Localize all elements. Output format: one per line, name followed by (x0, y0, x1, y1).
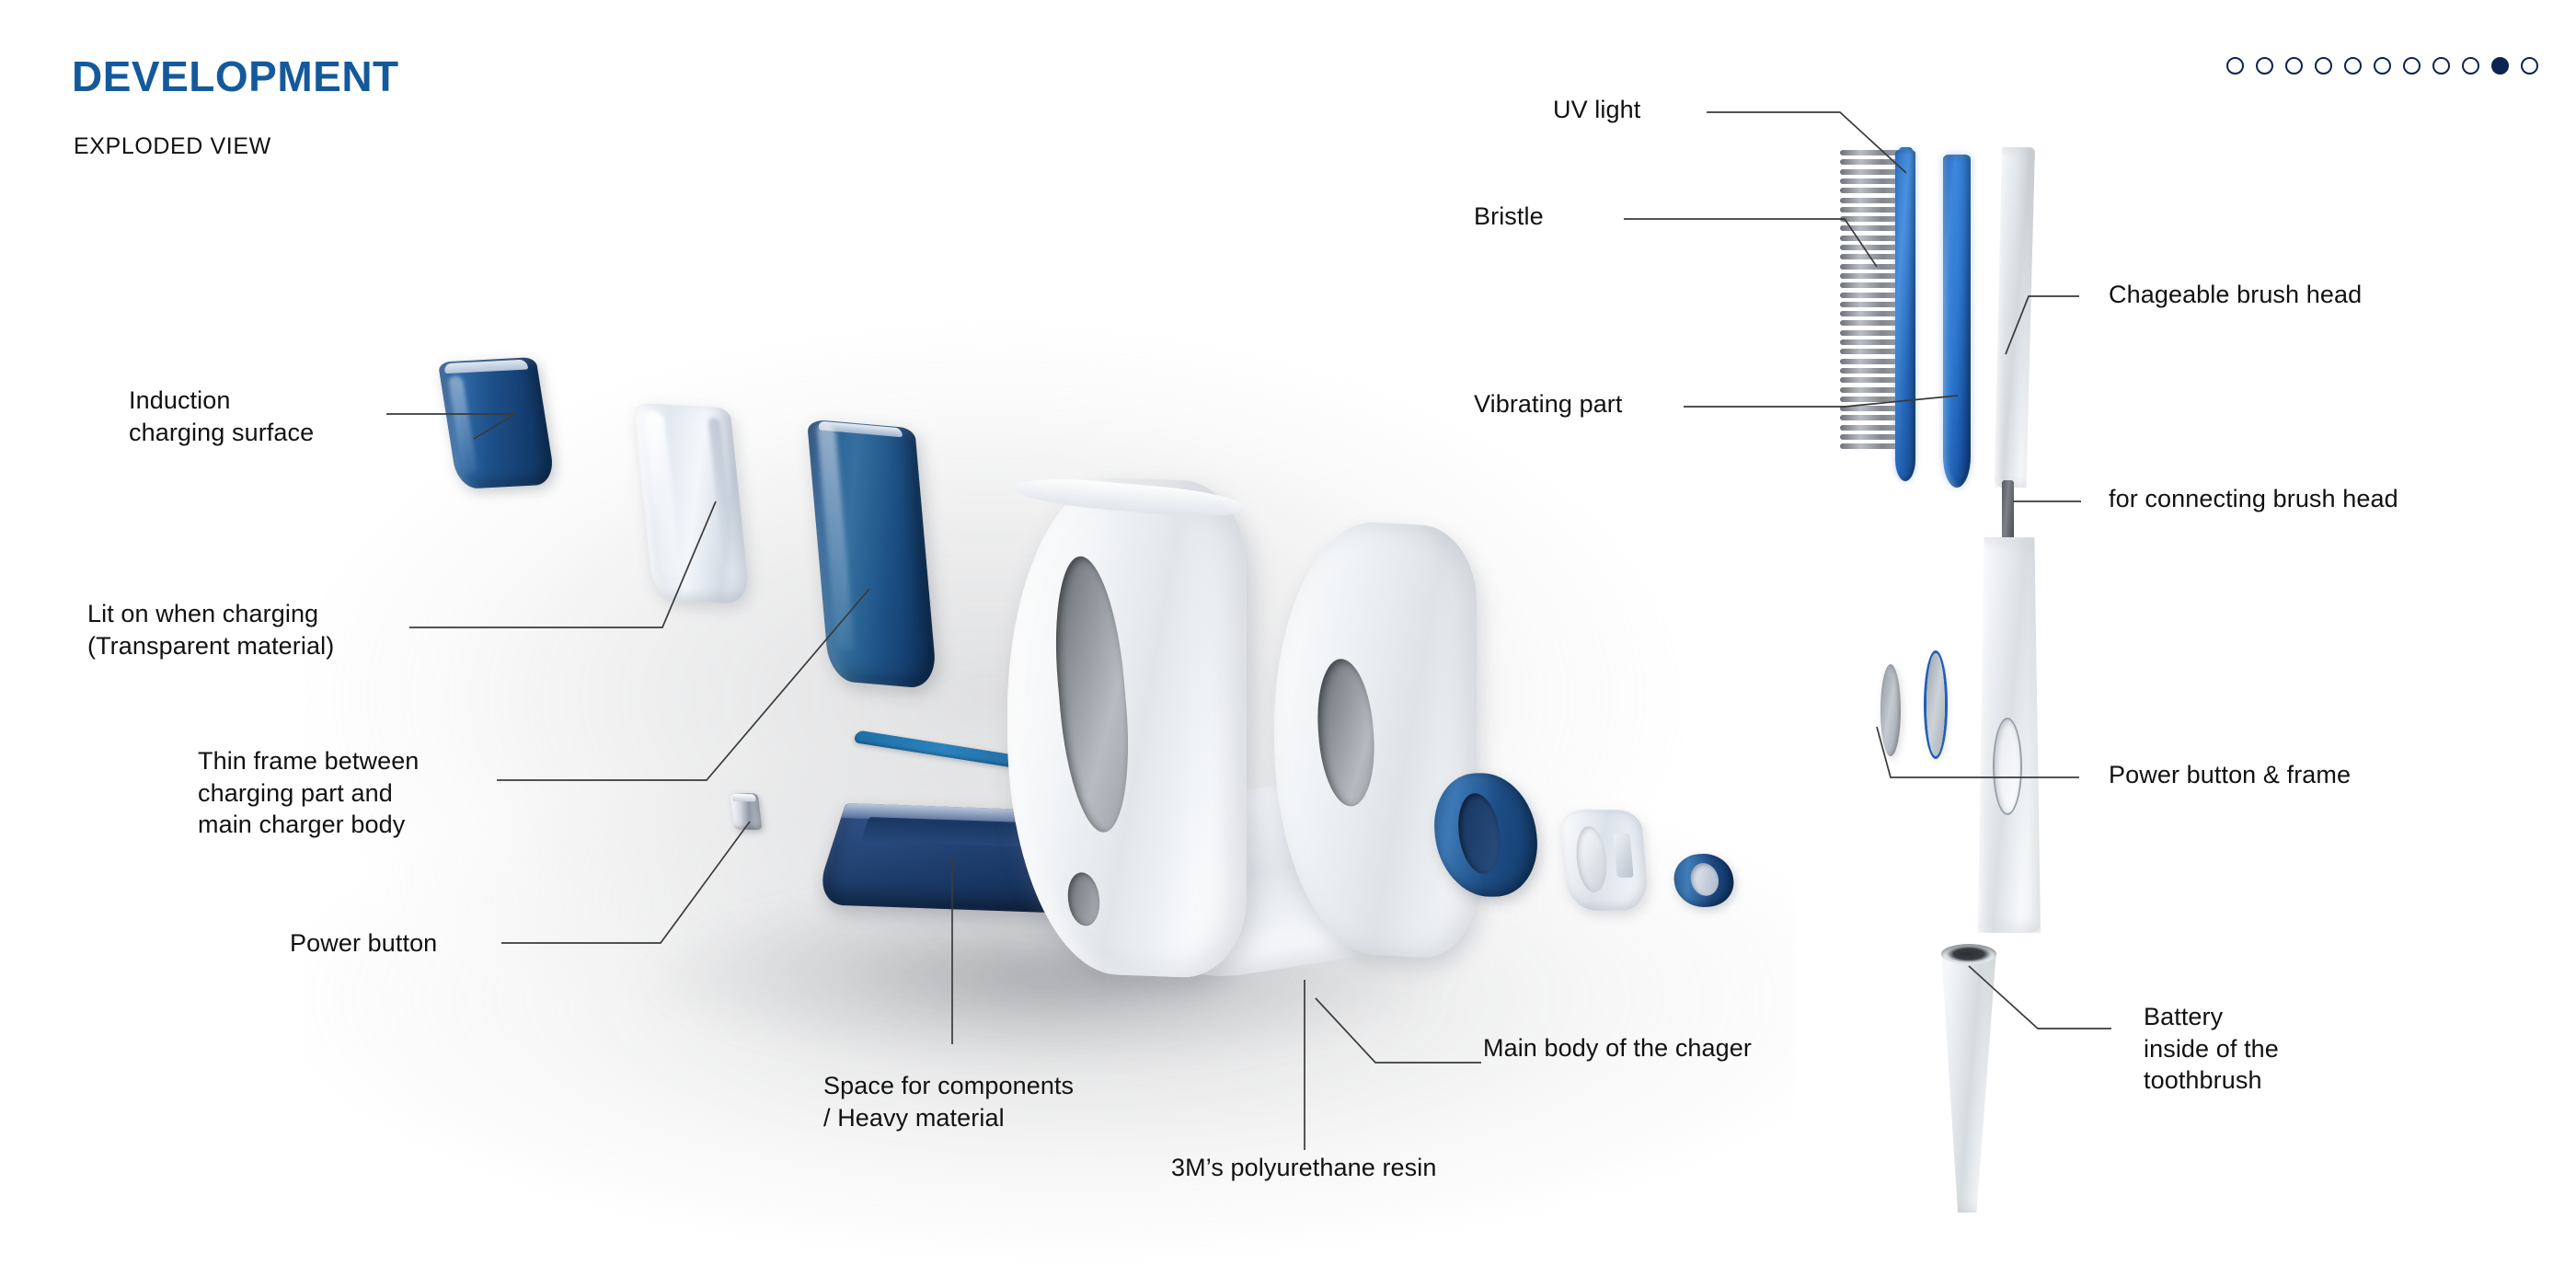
power-button-gray-disc (1880, 664, 1901, 756)
blue-curved-frame (806, 419, 938, 690)
pagination-dot[interactable] (2521, 57, 2538, 75)
pagination-dot[interactable] (2315, 57, 2332, 75)
battery-cone (1941, 949, 1996, 1213)
bristle-row (1840, 178, 1908, 184)
bristle-row (1840, 197, 1908, 203)
bristle-row (1840, 206, 1908, 213)
clear-snap-piece (1559, 810, 1650, 911)
label-vibrating-part: Vibrating part (1474, 390, 1623, 418)
brush-head-connector-pin (2002, 480, 2014, 541)
pagination-dot[interactable] (2462, 57, 2479, 75)
power-button-cylinder (730, 792, 763, 831)
bristle-row (1840, 188, 1908, 194)
leader-power-frame (1876, 726, 2079, 778)
pagination-dot[interactable] (2256, 57, 2273, 75)
page-title: DEVELOPMENT (72, 52, 399, 100)
vibrating-part-blade (1943, 155, 1971, 488)
pagination-dot[interactable] (2285, 57, 2303, 75)
leader-main-body (1315, 997, 1481, 1064)
bristle-row (1840, 386, 1908, 393)
main-charger-body (1007, 474, 1523, 991)
small-blue-ring (1670, 852, 1738, 909)
charger-slot-mid (1313, 658, 1379, 807)
bristle-row (1840, 424, 1908, 431)
transparent-lens (633, 402, 751, 605)
power-button-blue-frame-disc (1926, 653, 1945, 756)
label-thin-frame: Thin frame between charging part and mai… (198, 747, 420, 839)
page-subtitle: EXPLODED VIEW (74, 133, 271, 159)
bristle-row (1840, 282, 1908, 289)
bristle-row (1840, 415, 1908, 421)
pagination-dot[interactable] (2344, 57, 2362, 75)
label-lit-on-when-charging: Lit on when charging (Transparent materi… (87, 600, 335, 660)
bristle-row (1840, 272, 1908, 279)
pagination-dot[interactable] (2226, 57, 2244, 75)
chageable-brush-neck (1995, 147, 2035, 488)
leader-thin-frame (497, 588, 870, 781)
induction-charging-pad (437, 357, 557, 489)
label-power-button: Power button (290, 929, 438, 957)
label-space-for-components: Space for components / Heavy material (823, 1072, 1075, 1132)
label-bristle: Bristle (1474, 202, 1544, 230)
label-uv-light: UV light (1553, 96, 1641, 123)
pagination-dot[interactable] (2403, 57, 2421, 75)
bristle-row (1840, 358, 1908, 364)
bristle-row (1840, 292, 1908, 298)
battery-cone-opening (1941, 944, 1996, 964)
bristle-row (1840, 339, 1908, 345)
bristle-row (1840, 406, 1908, 412)
label-induction-charging-surface: Induction charging surface (129, 386, 315, 446)
leader-vibrating (1684, 395, 1959, 408)
bristle-row (1840, 311, 1908, 317)
bristle-row (1840, 434, 1908, 440)
bristle-row (1840, 377, 1908, 384)
bristle-row (1840, 443, 1908, 450)
brush-head-blue-plate (1895, 150, 1915, 481)
label-polyurethane-resin: 3M’s polyurethane resin (1171, 1154, 1437, 1181)
label-battery-inside: Battery inside of the toothbrush (2144, 1003, 2279, 1095)
leader-bristle (1624, 218, 1878, 268)
bristle-row (1840, 301, 1908, 307)
label-power-button-and-frame: Power button & frame (2109, 761, 2352, 788)
label-chageable-brush-head: Chageable brush head (2109, 281, 2363, 308)
charger-slot-long (1047, 554, 1137, 834)
pagination-dot[interactable] (2432, 57, 2450, 75)
pagination-dot[interactable] (2374, 57, 2391, 75)
charger-outer-wall (1007, 474, 1247, 980)
toothbrush-handle (1977, 537, 2041, 933)
charger-slot-small (1065, 871, 1102, 927)
bristle-row (1840, 329, 1908, 336)
bristle-row (1840, 349, 1908, 355)
pagination-dot-active[interactable] (2491, 57, 2509, 75)
bristle-row (1840, 367, 1908, 374)
bristle-row (1840, 320, 1908, 327)
label-main-body: Main body of the chager (1483, 1034, 1752, 1062)
leader-power-button (501, 821, 751, 944)
charger-rim (1015, 474, 1245, 523)
label-for-connecting-brush-head: for connecting brush head (2109, 485, 2398, 512)
pagination-dots[interactable] (2226, 57, 2538, 75)
handle-power-slot (1993, 718, 2022, 815)
